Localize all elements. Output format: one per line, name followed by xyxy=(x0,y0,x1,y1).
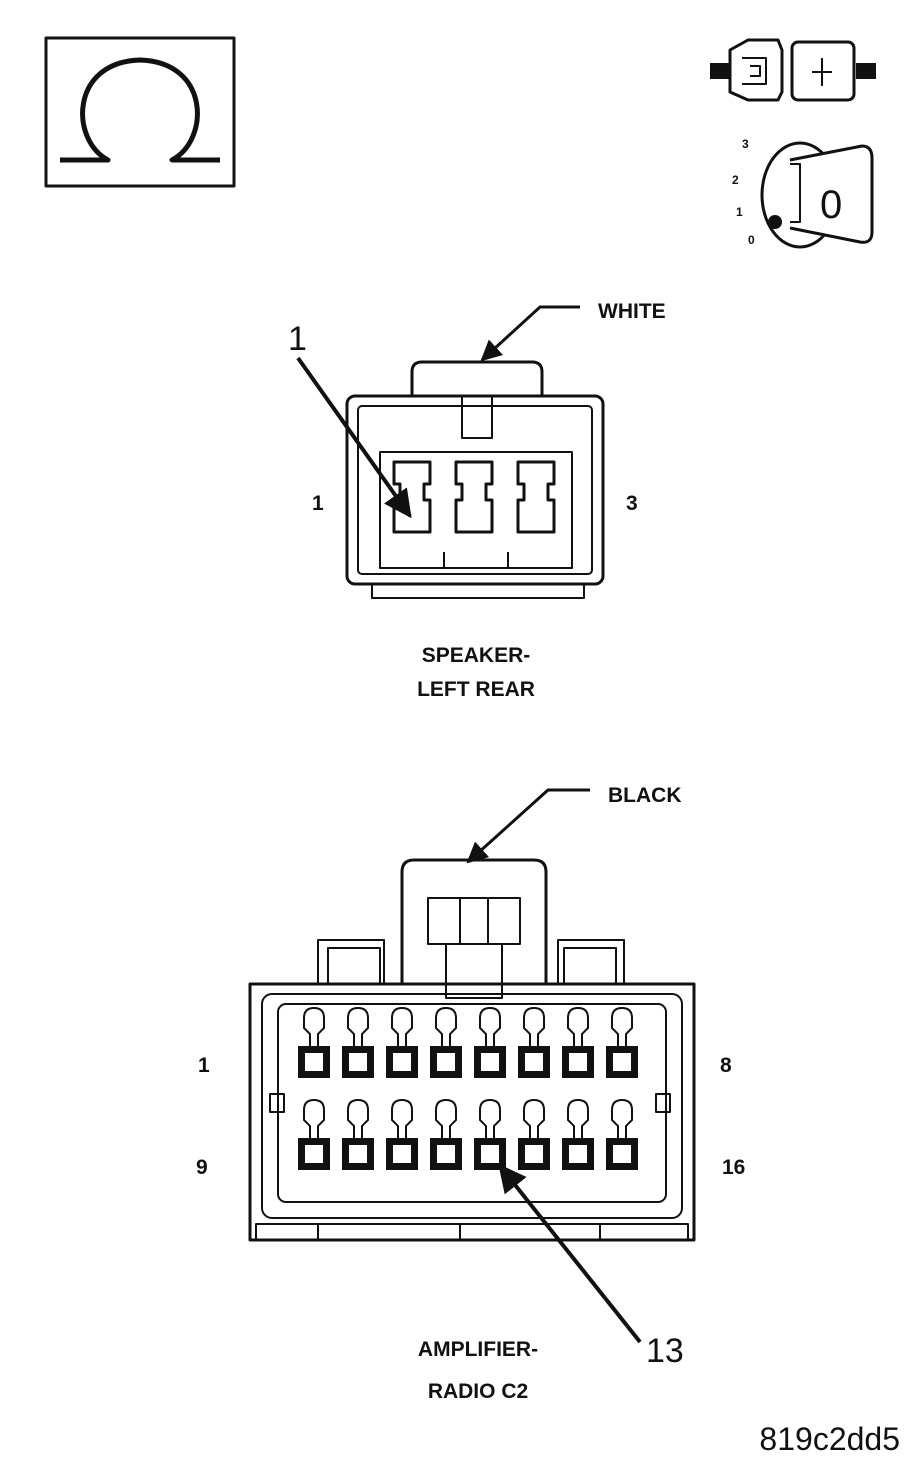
amplifier-pin-bottom-left-label: 9 xyxy=(196,1156,208,1179)
ignition-key-label: 0 xyxy=(820,183,842,227)
amplifier-pin-bottom-right-label: 16 xyxy=(722,1156,745,1179)
speaker-pin-left-label: 1 xyxy=(312,492,324,515)
ohm-symbol-icon xyxy=(44,36,236,188)
ignition-position-1: 1 xyxy=(736,205,743,219)
amplifier-pin-5-cavity xyxy=(474,1006,506,1078)
amplifier-pin-top-right-label: 8 xyxy=(720,1054,732,1077)
speaker-name-line2: LEFT REAR xyxy=(417,678,535,701)
speaker-color-label: WHITE xyxy=(598,300,666,323)
amplifier-pin-top-left-label: 1 xyxy=(198,1054,210,1077)
speaker-pin-right-label: 3 xyxy=(626,492,638,515)
amplifier-pin-13-cavity xyxy=(474,1098,506,1170)
amplifier-pin-3-cavity xyxy=(386,1006,418,1078)
amplifier-color-label: BLACK xyxy=(608,784,682,807)
amplifier-pin-16-cavity xyxy=(606,1098,638,1170)
amplifier-pin-2-cavity xyxy=(342,1006,374,1078)
ignition-position-2: 2 xyxy=(732,173,739,187)
figure-id: 819c2dd5 xyxy=(759,1421,900,1457)
amplifier-name-line1: AMPLIFIER- xyxy=(418,1338,538,1361)
amplifier-pin-1-cavity xyxy=(298,1006,330,1078)
amplifier-pin-9-cavity xyxy=(298,1098,330,1170)
amplifier-pin-10-cavity xyxy=(342,1098,374,1170)
amplifier-pin-12-cavity xyxy=(430,1098,462,1170)
amplifier-pin-6-cavity xyxy=(518,1006,550,1078)
amplifier-callout-pin: 13 xyxy=(646,1332,684,1370)
speaker-connector: WHITE 1 1 3 SPEAKER- LEFT REAR xyxy=(288,300,666,701)
speaker-name-line1: SPEAKER- xyxy=(422,644,531,667)
speaker-pin-3-cavity xyxy=(516,460,556,534)
amplifier-connector: BLACK 13 1 8 9 16 AMPLIFIER- RA xyxy=(196,784,745,1403)
speaker-callout-pin: 1 xyxy=(288,320,307,358)
speaker-pin-1-cavity xyxy=(392,460,432,534)
ignition-position-3: 3 xyxy=(742,137,749,151)
amplifier-pin-8-cavity xyxy=(606,1006,638,1078)
amplifier-pin-15-cavity xyxy=(562,1098,594,1170)
amplifier-pin-11-cavity xyxy=(386,1098,418,1170)
ignition-key-off-icon: 3 2 1 0 0 xyxy=(732,137,874,249)
amplifier-pin-7-cavity xyxy=(562,1006,594,1078)
ignition-position-0: 0 xyxy=(748,233,755,247)
amplifier-name-line2: RADIO C2 xyxy=(428,1380,528,1403)
speaker-pin-2-cavity xyxy=(454,460,494,534)
amplifier-pin-4-cavity xyxy=(430,1006,462,1078)
amplifier-pin-grid xyxy=(298,1006,638,1170)
disconnected-connector-icon xyxy=(710,38,876,102)
amplifier-pin-14-cavity xyxy=(518,1098,550,1170)
